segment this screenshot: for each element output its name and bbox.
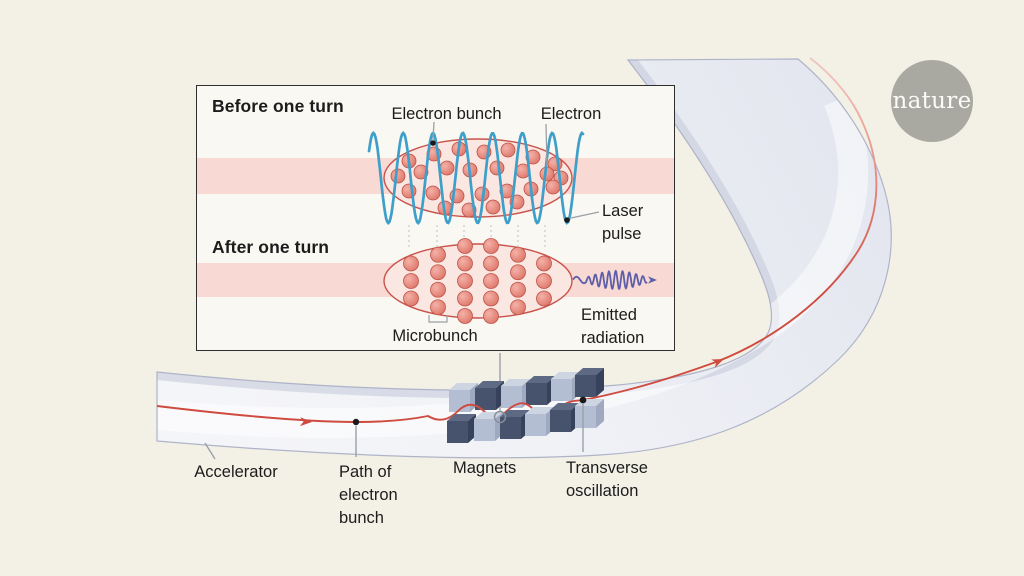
microbunch-dot [403,290,419,307]
magnet-cube [447,414,476,443]
path-arrow-icon [299,417,312,427]
microbunch-dot [510,264,526,281]
laser-pulse-label: Laser pulse [602,202,644,243]
electron-dot [500,142,516,158]
after-one-turn-label: After one turn [212,237,330,257]
microbunch-label: Microbunch [392,327,478,345]
accelerator-label: Accelerator [194,463,278,481]
microbunch-dot [536,255,552,272]
nature-logo-text: nature [892,88,972,114]
magnets-back-row [449,368,604,412]
magnet-cube [526,376,555,405]
transverse-marker-dot [579,396,587,404]
microbunch-dot [457,238,473,254]
transverse-oscillation-label: Transverse oscillation [566,459,648,500]
microbunch-dot [483,290,499,307]
inset-leaders [430,121,600,223]
electron-bunch-label: Electron bunch [391,105,502,123]
electron-dot [489,160,505,176]
microbunch-dot [483,308,499,324]
microbunch-dot [430,246,446,263]
laser-pulse-leader [570,211,600,219]
microbunch-dot [430,264,446,281]
microbunch-dot [457,273,473,289]
magnet-cube [550,403,579,432]
path-arrow-icon [711,359,724,368]
microbunch-dot [430,281,446,298]
electron-label: Electron [540,105,602,123]
electron-bunch-before [383,138,573,218]
inset-box: Before one turn Electron bunch Electron … [196,85,675,351]
microbunch-dot [403,273,419,289]
electron-dot [485,199,501,215]
electron-dot [425,185,441,201]
beam-location-circle [493,410,507,424]
path-of-electron-bunch-label: Path of electron bunch [339,463,398,527]
microbunch-dot [457,290,473,307]
magnet-cube [525,407,554,436]
nature-logo: nature [891,60,973,142]
leader-line-accelerator [204,442,216,460]
microbunch-dot [457,308,473,324]
magnet-cube [474,412,503,441]
electron-dot [439,160,455,176]
magnet-cube [575,368,604,397]
microbunch-dot [510,246,526,263]
path-marker-dot [352,418,360,426]
microbunch-dot [483,255,499,272]
magnets-front-row [447,399,604,443]
microbunch-dot [536,273,552,289]
electron-dot [390,168,406,184]
magnet-cube [475,381,504,410]
emitted-radiation-label: Emitted radiation [581,306,645,347]
band-outline [156,58,892,459]
microbunch-dot [536,290,552,307]
electron-dot [525,149,541,165]
electron-dot [545,179,561,195]
electron-bunch-after [383,238,573,324]
microbunch-dot [510,299,526,316]
inset-art [197,121,674,324]
electron-bunch-marker-dot [430,140,436,146]
microbunch-dot [457,255,473,272]
radiation-arrow-icon [648,276,657,284]
projection-dashes [408,225,546,247]
magnet-cube [575,399,604,428]
microbunch-dot [483,273,499,289]
microbunch-dot [510,281,526,298]
microbunch-dot [430,299,446,316]
electron-leader [545,123,548,167]
annotation-leaders [204,396,587,460]
microbunch-dot [483,238,499,254]
microbunch-bracket [428,315,448,323]
magnets-label: Magnets [453,459,517,477]
laser-pulse-marker-dot [564,217,570,223]
microbunch-dot [403,255,419,272]
before-one-turn-label: Before one turn [212,96,344,116]
emitted-radiation-wave [572,269,657,291]
